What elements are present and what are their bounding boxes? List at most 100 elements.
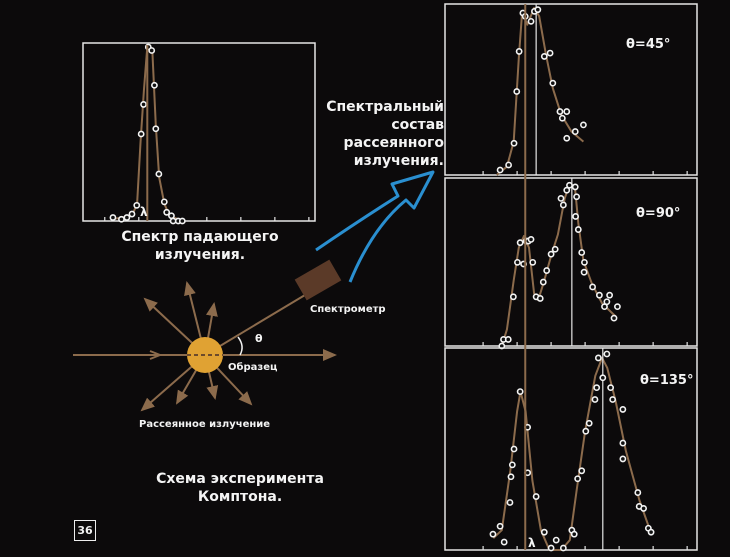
data-point	[640, 505, 648, 512]
spectrum-chart-1	[444, 3, 698, 176]
data-point	[619, 455, 627, 463]
data-point	[505, 161, 512, 169]
data-point	[563, 134, 571, 142]
spectrum-chart-3	[444, 347, 698, 552]
data-point	[591, 396, 599, 403]
data-point	[510, 445, 518, 453]
data-point	[540, 53, 548, 60]
title-line4: излучения.	[353, 153, 444, 169]
data-point	[619, 439, 627, 447]
spectra-charts	[82, 3, 698, 552]
data-point	[603, 298, 611, 306]
data-point	[581, 258, 588, 266]
data-point	[546, 49, 554, 57]
data-point	[599, 374, 607, 382]
data-point	[507, 473, 515, 481]
data-point	[580, 268, 588, 276]
data-point	[578, 467, 586, 475]
slide-number-badge: 36	[74, 520, 96, 541]
data-point	[614, 303, 621, 311]
scheme-caption-line2: Комптона.	[197, 489, 283, 505]
data-point	[516, 388, 524, 395]
data-point	[634, 489, 642, 496]
data-point	[151, 81, 158, 89]
data-point	[603, 350, 611, 358]
data-point	[514, 258, 521, 266]
data-point	[594, 354, 602, 362]
data-point	[589, 283, 596, 291]
angle-label-90: θ=90°	[636, 206, 681, 221]
data-point	[178, 217, 186, 225]
data-point	[574, 475, 582, 483]
angle-label-45: θ=45°	[626, 37, 671, 52]
data-point	[152, 125, 160, 133]
spectrometer-beam	[204, 294, 306, 356]
data-point	[609, 396, 617, 403]
data-point	[551, 245, 559, 253]
data-point	[500, 538, 508, 546]
data-point	[510, 139, 518, 147]
data-point	[527, 235, 535, 243]
data-point	[580, 121, 587, 129]
data-point	[527, 17, 535, 25]
data-point	[160, 198, 168, 206]
fit-curve	[492, 356, 653, 551]
data-point	[582, 427, 590, 435]
data-point	[540, 528, 548, 536]
data-point	[118, 215, 125, 223]
experiment-scheme	[73, 170, 435, 412]
data-point	[109, 214, 117, 221]
data-point	[563, 186, 571, 194]
data-point	[133, 201, 141, 209]
data-point	[563, 108, 571, 115]
data-point	[566, 181, 573, 189]
data-point	[509, 293, 517, 301]
title-line3: рассеянного	[343, 135, 444, 151]
data-point	[123, 214, 131, 221]
data-point	[606, 291, 613, 299]
sample-label: Образец	[228, 362, 278, 373]
data-point	[504, 336, 512, 343]
data-point	[539, 278, 547, 286]
data-point	[496, 166, 504, 174]
data-point	[489, 530, 497, 538]
incident-arrowhead-icon	[149, 350, 163, 360]
data-point	[547, 250, 555, 258]
data-point	[595, 291, 603, 299]
data-point	[559, 544, 567, 552]
data-point	[155, 170, 163, 178]
data-point	[571, 183, 579, 191]
data-point	[128, 210, 136, 218]
data-point	[619, 406, 627, 413]
data-point	[148, 47, 156, 54]
spectrum-chart-2	[444, 177, 698, 350]
title-line1: Спектральный	[326, 99, 444, 115]
data-point	[529, 258, 537, 266]
spectrum-chart-0	[82, 42, 316, 225]
scheme-caption-line1: Схема эксперимента	[156, 471, 324, 487]
data-point	[515, 48, 523, 55]
data-point	[557, 194, 565, 202]
incident-caption-line1: Спектр падающего	[121, 229, 279, 245]
data-point	[543, 267, 551, 274]
chart-frame	[444, 177, 698, 347]
data-point	[516, 239, 524, 247]
data-point	[552, 536, 560, 544]
scattered-spectrum-title: Спектральный состав рассеянного излучени…	[326, 98, 444, 170]
data-point	[559, 201, 567, 209]
data-point	[610, 314, 618, 322]
data-point	[558, 114, 566, 122]
data-point	[571, 128, 579, 135]
data-point	[168, 212, 175, 220]
chart-frame	[444, 3, 698, 176]
data-point	[573, 193, 581, 201]
data-point	[536, 295, 544, 302]
scattered-radiation-label: Рассеянное излучение	[139, 419, 271, 430]
data-point	[547, 544, 555, 552]
spectrometer-icon	[294, 259, 342, 301]
incident-spectrum-caption: Спектр падающего излучения.	[105, 228, 295, 264]
data-point	[593, 384, 601, 392]
fit-curve	[496, 7, 585, 176]
data-point	[574, 226, 582, 233]
